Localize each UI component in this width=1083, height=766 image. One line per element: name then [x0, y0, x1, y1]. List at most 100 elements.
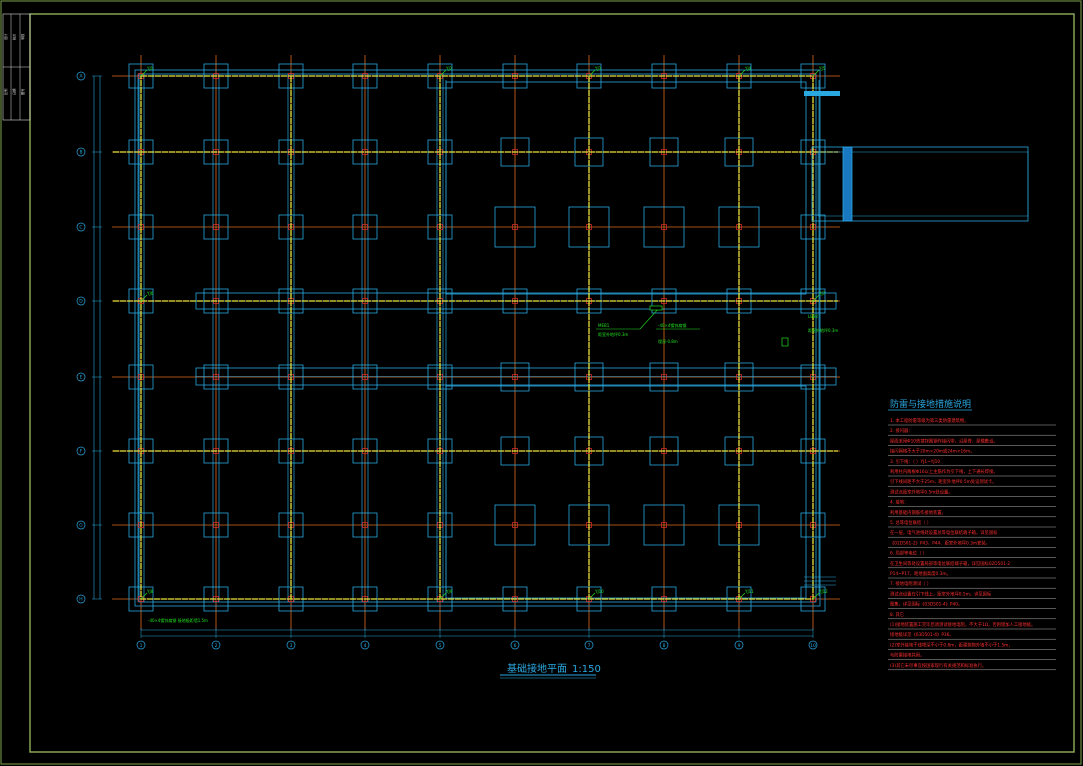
row-axis-label: E	[80, 375, 83, 381]
annex-wall	[842, 146, 853, 222]
junction-leader	[439, 592, 447, 600]
footing	[352, 214, 378, 240]
notes-title: 防雷与接地措施说明	[890, 398, 971, 410]
title-block-label: 校对	[12, 33, 17, 40]
column-marker	[512, 374, 518, 380]
notes-line: 8. 其它	[890, 611, 904, 618]
title-block: 设计校对审核比例日期图号	[2, 13, 31, 121]
perimeter-beam	[138, 73, 817, 603]
notes-line: 5. 总等电位联结（ ）	[890, 519, 931, 526]
title-block-label: 审核	[20, 33, 25, 40]
row-axis-bubble	[76, 71, 86, 81]
notes-line: 利用柱内两根Φ16以上主筋作为引下线，上下通长焊接。	[890, 468, 998, 475]
ground-wire-perimeter	[140, 75, 814, 600]
junction-label: YJ4	[744, 66, 752, 71]
footing	[203, 364, 229, 390]
column-axis-label: 7	[588, 643, 591, 649]
notes-line: 6. 局部等电位（ ）	[890, 550, 927, 557]
junction-leader	[439, 69, 447, 77]
notes-line: 屋面采用Φ10热镀锌圆钢作接闪带，沿屋脊、屋檐敷设。	[890, 437, 998, 444]
junction-label: YJ2	[445, 66, 453, 71]
notes-line: 《02D501-2》P43、P44、距室外地坪0.3m安装。	[890, 539, 990, 546]
notes-line: 测试点设置在引下线上，距室外地坪0.5m，详见国标	[890, 590, 992, 597]
notes-line: 与防雷接地共用。	[890, 652, 924, 659]
room-outline	[445, 385, 807, 599]
drawing-scale: 1:150	[572, 664, 601, 675]
column-marker	[661, 522, 667, 528]
column-marker	[213, 224, 219, 230]
notes-line: 1. 本工程防雷等级为第三类防雷建筑物。	[890, 417, 969, 424]
callout-text: LEB2	[808, 314, 819, 319]
notes-line: 在卫生间等处设置局部等电位联结端子箱，详见国标02D501-2	[890, 560, 1010, 567]
column-axis-bubble	[435, 640, 445, 650]
room-outline	[445, 81, 807, 295]
notes-line: 接地极详见《03D501-4》P36。	[890, 631, 954, 638]
junction-leader	[812, 69, 820, 77]
row-axis-label: D	[79, 299, 83, 305]
notes-line: 引下线间距不大于25m，距室外地坪0.5m处设测试卡。	[890, 478, 997, 485]
callout-text: 距室外地坪0.3m	[598, 331, 628, 337]
column-marker	[362, 522, 368, 528]
column-axis-label: 10	[810, 643, 816, 649]
junction-label: YJ8	[146, 589, 154, 594]
notes-line: 3. 引下线：（ ）YJ1~YJ10	[890, 458, 940, 465]
callout-text: -40×4镀锌扁钢	[658, 322, 686, 328]
junction-leader	[140, 592, 148, 600]
junction-leader	[140, 69, 148, 77]
notes-line: (2)室外接地干线埋深不小于0.8m，距建筑物外墙不小于1.5m，	[890, 641, 1013, 648]
junction-leader	[140, 294, 148, 302]
footing	[500, 362, 530, 392]
meb-box	[649, 305, 663, 311]
column-axis-label: 2	[215, 643, 218, 649]
row-axis-bubble	[76, 446, 86, 456]
column-axis-bubble	[360, 640, 370, 650]
column-axis-bubble	[808, 640, 818, 650]
footing	[203, 512, 229, 538]
inner-frame	[29, 13, 1075, 753]
junction-label: YJ11	[744, 589, 754, 594]
entrance-marker	[804, 91, 840, 96]
notes-line: (3)其它未尽事宜按国家现行有关规范和标准执行。	[890, 662, 986, 669]
notes-line: 利用基础内钢筋作接地装置。	[890, 509, 946, 516]
junction-leader	[588, 69, 596, 77]
notes-line: 7. 接地电阻测试（ ）	[890, 580, 931, 587]
footing	[494, 206, 536, 248]
bottom-left-note: -40×4镀锌扁钢 接地极距墙1.5m	[148, 617, 208, 623]
column-axis-bubble	[286, 640, 296, 650]
junction-label: YJ5	[818, 66, 826, 71]
column-axis-label: 1	[140, 643, 143, 649]
junction-label: YJ9	[445, 589, 453, 594]
footing	[643, 206, 685, 248]
notes-line: P14~P17，距地面高度0.3m。	[890, 570, 951, 577]
junction-label: YJ12	[818, 589, 828, 594]
callout-text: 距室外地坪0.3m	[808, 327, 838, 333]
callout-text: MEB1	[598, 323, 610, 328]
junction-leader	[738, 69, 746, 77]
perimeter-beam	[134, 69, 821, 607]
title-block-label: 图号	[20, 89, 25, 95]
column-marker	[362, 224, 368, 230]
row-axis-bubble	[76, 520, 86, 530]
column-marker	[213, 522, 219, 528]
notes-panel: 防雷与接地措施说明 1. 本工程防雷等级为第三类防雷建筑物。2. 接闪器： 屋面…	[888, 398, 1056, 670]
column-axis-label: 3	[290, 643, 293, 649]
row-axis-bubble	[76, 222, 86, 232]
row-axis-bubble	[76, 594, 86, 604]
column-axis-label: 6	[514, 643, 517, 649]
footing	[494, 504, 536, 546]
column-axis-label: 4	[364, 643, 367, 649]
column-marker	[512, 224, 518, 230]
title-block-label: 日期	[12, 89, 17, 95]
footing	[352, 512, 378, 538]
footing	[643, 504, 685, 546]
row-axis-label: B	[79, 150, 82, 156]
annex-outline-inner	[817, 151, 1029, 217]
junction-leader	[588, 592, 596, 600]
callout-leader	[639, 306, 661, 330]
junction-leader	[812, 294, 820, 302]
column-axis-label: 8	[663, 643, 666, 649]
title-block-label: 设计	[3, 33, 8, 40]
callout-text: 埋深-0.8m	[658, 338, 678, 344]
column-axis-label: 9	[738, 643, 741, 649]
